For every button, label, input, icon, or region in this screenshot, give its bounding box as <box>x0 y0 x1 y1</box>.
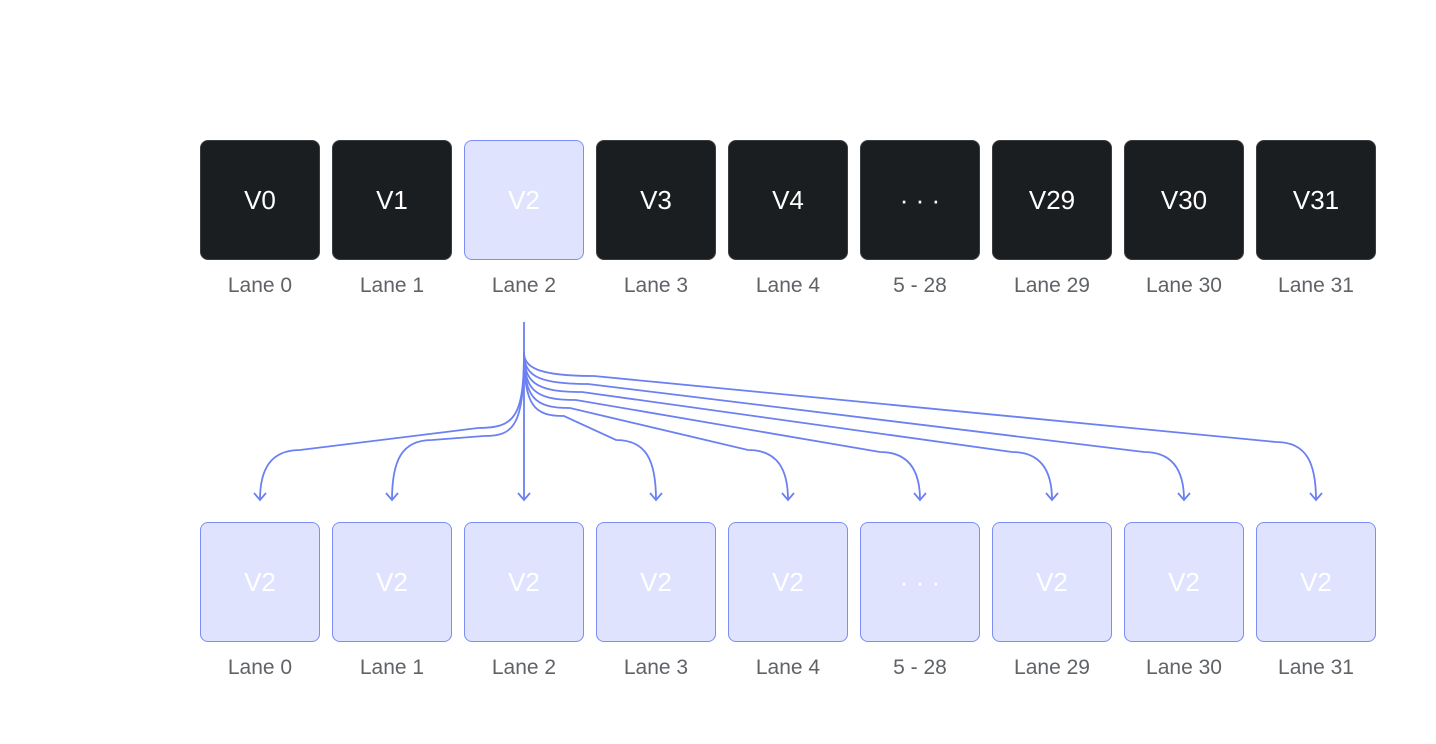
lane-label: Lane 1 <box>359 656 425 679</box>
broadcast-arrow <box>523 351 789 501</box>
arrowhead-icon <box>1045 492 1059 502</box>
lane-label: Lane 3 <box>623 656 689 679</box>
lane-label: Lane 29 <box>1014 656 1090 679</box>
lane-value: V0 <box>244 184 276 215</box>
arrowhead-icon <box>1309 492 1323 502</box>
source-lane-box: V30 <box>1124 140 1244 260</box>
source-lane-box: V4 <box>728 140 848 260</box>
lane-value: · · · <box>899 566 941 597</box>
lane-label: Lane 4 <box>755 274 821 297</box>
lane-value: V30 <box>1160 184 1208 215</box>
lane-label: Lane 2 <box>491 656 557 679</box>
dest-lane-box: V2 <box>992 522 1112 642</box>
broadcast-arrow <box>523 351 657 501</box>
dest-lane-box: V2 <box>1256 522 1376 642</box>
broadcast-arrow <box>523 351 1317 501</box>
lane-label: Lane 4 <box>755 656 821 679</box>
arrowhead-icon <box>913 492 927 502</box>
dest-lane-box: V2 <box>464 522 584 642</box>
source-lane-box: V29 <box>992 140 1112 260</box>
lane-label: Lane 31 <box>1278 274 1354 297</box>
lane-value: V2 <box>508 566 540 597</box>
lane-value: V3 <box>640 184 672 215</box>
dest-lane-box: · · · <box>860 522 980 642</box>
arrowhead-icon <box>649 492 663 502</box>
lane-value: V2 <box>1300 566 1332 597</box>
lane-value: · · · <box>899 184 941 215</box>
source-lane-box: V3 <box>596 140 716 260</box>
lane-value: V2 <box>508 184 540 215</box>
lane-label: Lane 30 <box>1146 656 1222 679</box>
source-lane-box: V31 <box>1256 140 1376 260</box>
arrowhead-icon <box>385 492 399 502</box>
arrowhead-icon <box>517 492 531 502</box>
lane-label: Lane 31 <box>1278 656 1354 679</box>
dest-lane-box: V2 <box>1124 522 1244 642</box>
lane-label: Lane 2 <box>491 274 557 297</box>
lane-label: 5 - 28 <box>893 274 947 297</box>
dest-lane-box: V2 <box>200 522 320 642</box>
dest-lane-box: V2 <box>596 522 716 642</box>
lane-label: Lane 0 <box>227 274 293 297</box>
lane-value: V2 <box>640 566 672 597</box>
arrowhead-icon <box>1177 492 1191 502</box>
broadcast-arrow <box>259 351 525 501</box>
lane-label: Lane 29 <box>1014 274 1090 297</box>
lane-value: V2 <box>244 566 276 597</box>
lane-value: V31 <box>1292 184 1340 215</box>
lane-label: Lane 3 <box>623 274 689 297</box>
broadcast-arrow <box>523 351 1185 501</box>
broadcast-arrow <box>391 351 525 501</box>
lane-value: V2 <box>1036 566 1068 597</box>
lane-value: V2 <box>376 566 408 597</box>
lane-value: V2 <box>1168 566 1200 597</box>
dest-lane-box: V2 <box>332 522 452 642</box>
lane-value: V1 <box>376 184 408 215</box>
source-lane-box: V2 <box>464 140 584 260</box>
broadcast-arrow <box>523 351 921 501</box>
lane-value: V29 <box>1028 184 1076 215</box>
source-lane-box: V0 <box>200 140 320 260</box>
source-lane-box: V1 <box>332 140 452 260</box>
lane-label: 5 - 28 <box>893 656 947 679</box>
lane-label: Lane 1 <box>359 274 425 297</box>
lane-label: Lane 30 <box>1146 274 1222 297</box>
broadcast-arrow <box>523 351 1053 501</box>
dest-lane-box: V2 <box>728 522 848 642</box>
arrowhead-icon <box>781 492 795 502</box>
source-lane-box: · · · <box>860 140 980 260</box>
lane-label: Lane 0 <box>227 656 293 679</box>
lane-value: V2 <box>772 566 804 597</box>
arrowhead-icon <box>253 492 267 502</box>
lane-value: V4 <box>772 184 804 215</box>
